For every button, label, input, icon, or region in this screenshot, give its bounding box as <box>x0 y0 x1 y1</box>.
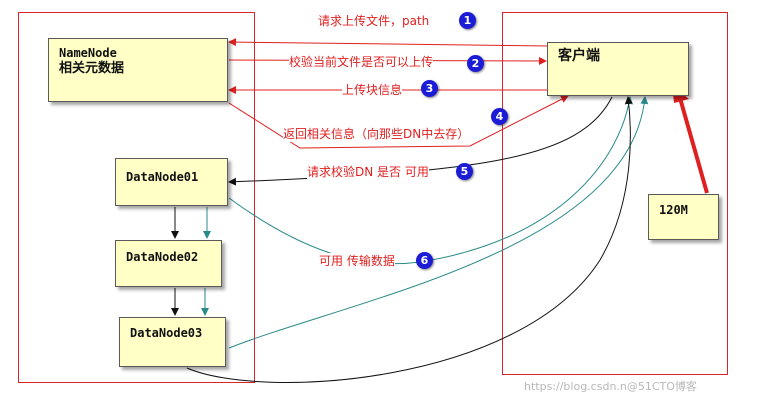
namenode-title: NameNode <box>59 46 117 60</box>
hadoop-cluster-frame <box>18 12 255 383</box>
arrow-dn3-client-teal <box>228 96 649 349</box>
namenode-box: NameNode 相关元数据 <box>48 38 228 102</box>
arrow-request-upload <box>228 38 549 47</box>
datanode01-box: DataNode01 <box>115 158 228 206</box>
step5-label: 请求校验DN 是否 可用 <box>307 164 429 180</box>
step6-label: 可用 传输数据 <box>319 253 395 269</box>
watermark-text: https://blog.csdn.n@51CTO博客 <box>524 380 697 393</box>
datanode03-box: DataNode03 <box>119 317 226 367</box>
step1-label: 请求上传文件，path <box>318 13 430 29</box>
step3-badge: 3 <box>421 80 438 97</box>
step2-label: 校验当前文件是否可以上传 <box>289 54 434 70</box>
step4-badge: 4 <box>491 108 508 125</box>
client-frame <box>502 12 728 375</box>
arrow-dn3-client-black <box>186 96 633 383</box>
namenode-subtitle: 相关元数据 <box>59 61 125 76</box>
datanode02-label: DataNode02 <box>126 250 199 264</box>
step1-badge: 1 <box>459 12 476 29</box>
client-label: 客户端 <box>558 48 600 64</box>
file-size-label: 120M <box>659 203 688 217</box>
step4-label: 返回相关信息（向那些DN中去存） <box>283 126 470 142</box>
step3-label: 上传块信息 <box>342 82 403 98</box>
step2-badge: 2 <box>467 55 484 72</box>
step5-badge: 5 <box>456 163 473 180</box>
datanode03-label: DataNode03 <box>130 326 203 340</box>
step6-badge: 6 <box>416 252 433 269</box>
arrow-return-info <box>228 95 569 149</box>
datanode01-label: DataNode01 <box>126 170 199 184</box>
client-box: 客户端 <box>547 42 689 96</box>
arrow-120m-client <box>678 97 709 194</box>
file-size-box: 120M <box>648 194 719 240</box>
datanode02-box: DataNode02 <box>115 240 222 287</box>
arrow-transfer-data <box>228 96 633 265</box>
